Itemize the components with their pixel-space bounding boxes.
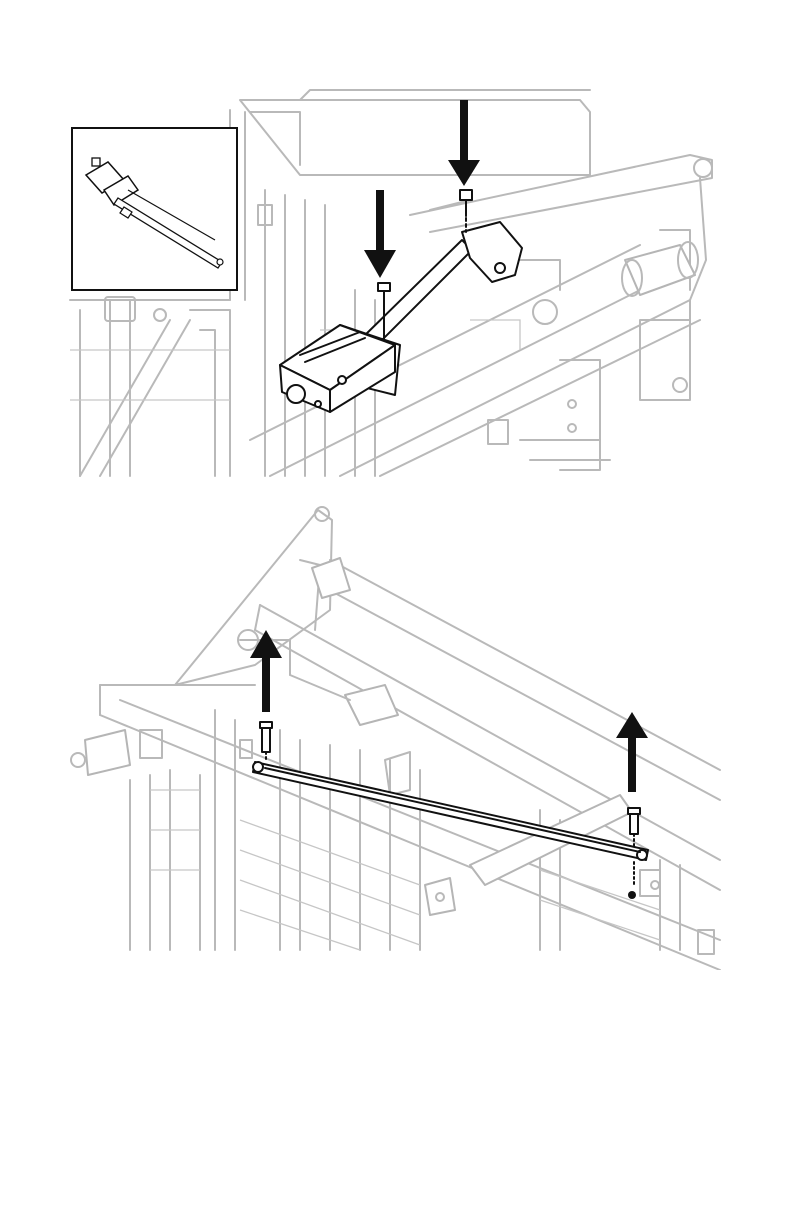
up-arrow-icon [616,712,648,792]
actuator-assembly [280,190,522,412]
down-arrow-icon [448,100,480,186]
actuator-install-figure [0,0,793,490]
chute-frame-ghost [71,507,720,970]
down-arrow-icon [364,190,396,278]
rod-removal-drawing [0,490,793,970]
actuator-install-drawing [0,0,793,490]
actuator-part-inset [72,128,237,290]
rod-removal-figure [0,490,793,970]
